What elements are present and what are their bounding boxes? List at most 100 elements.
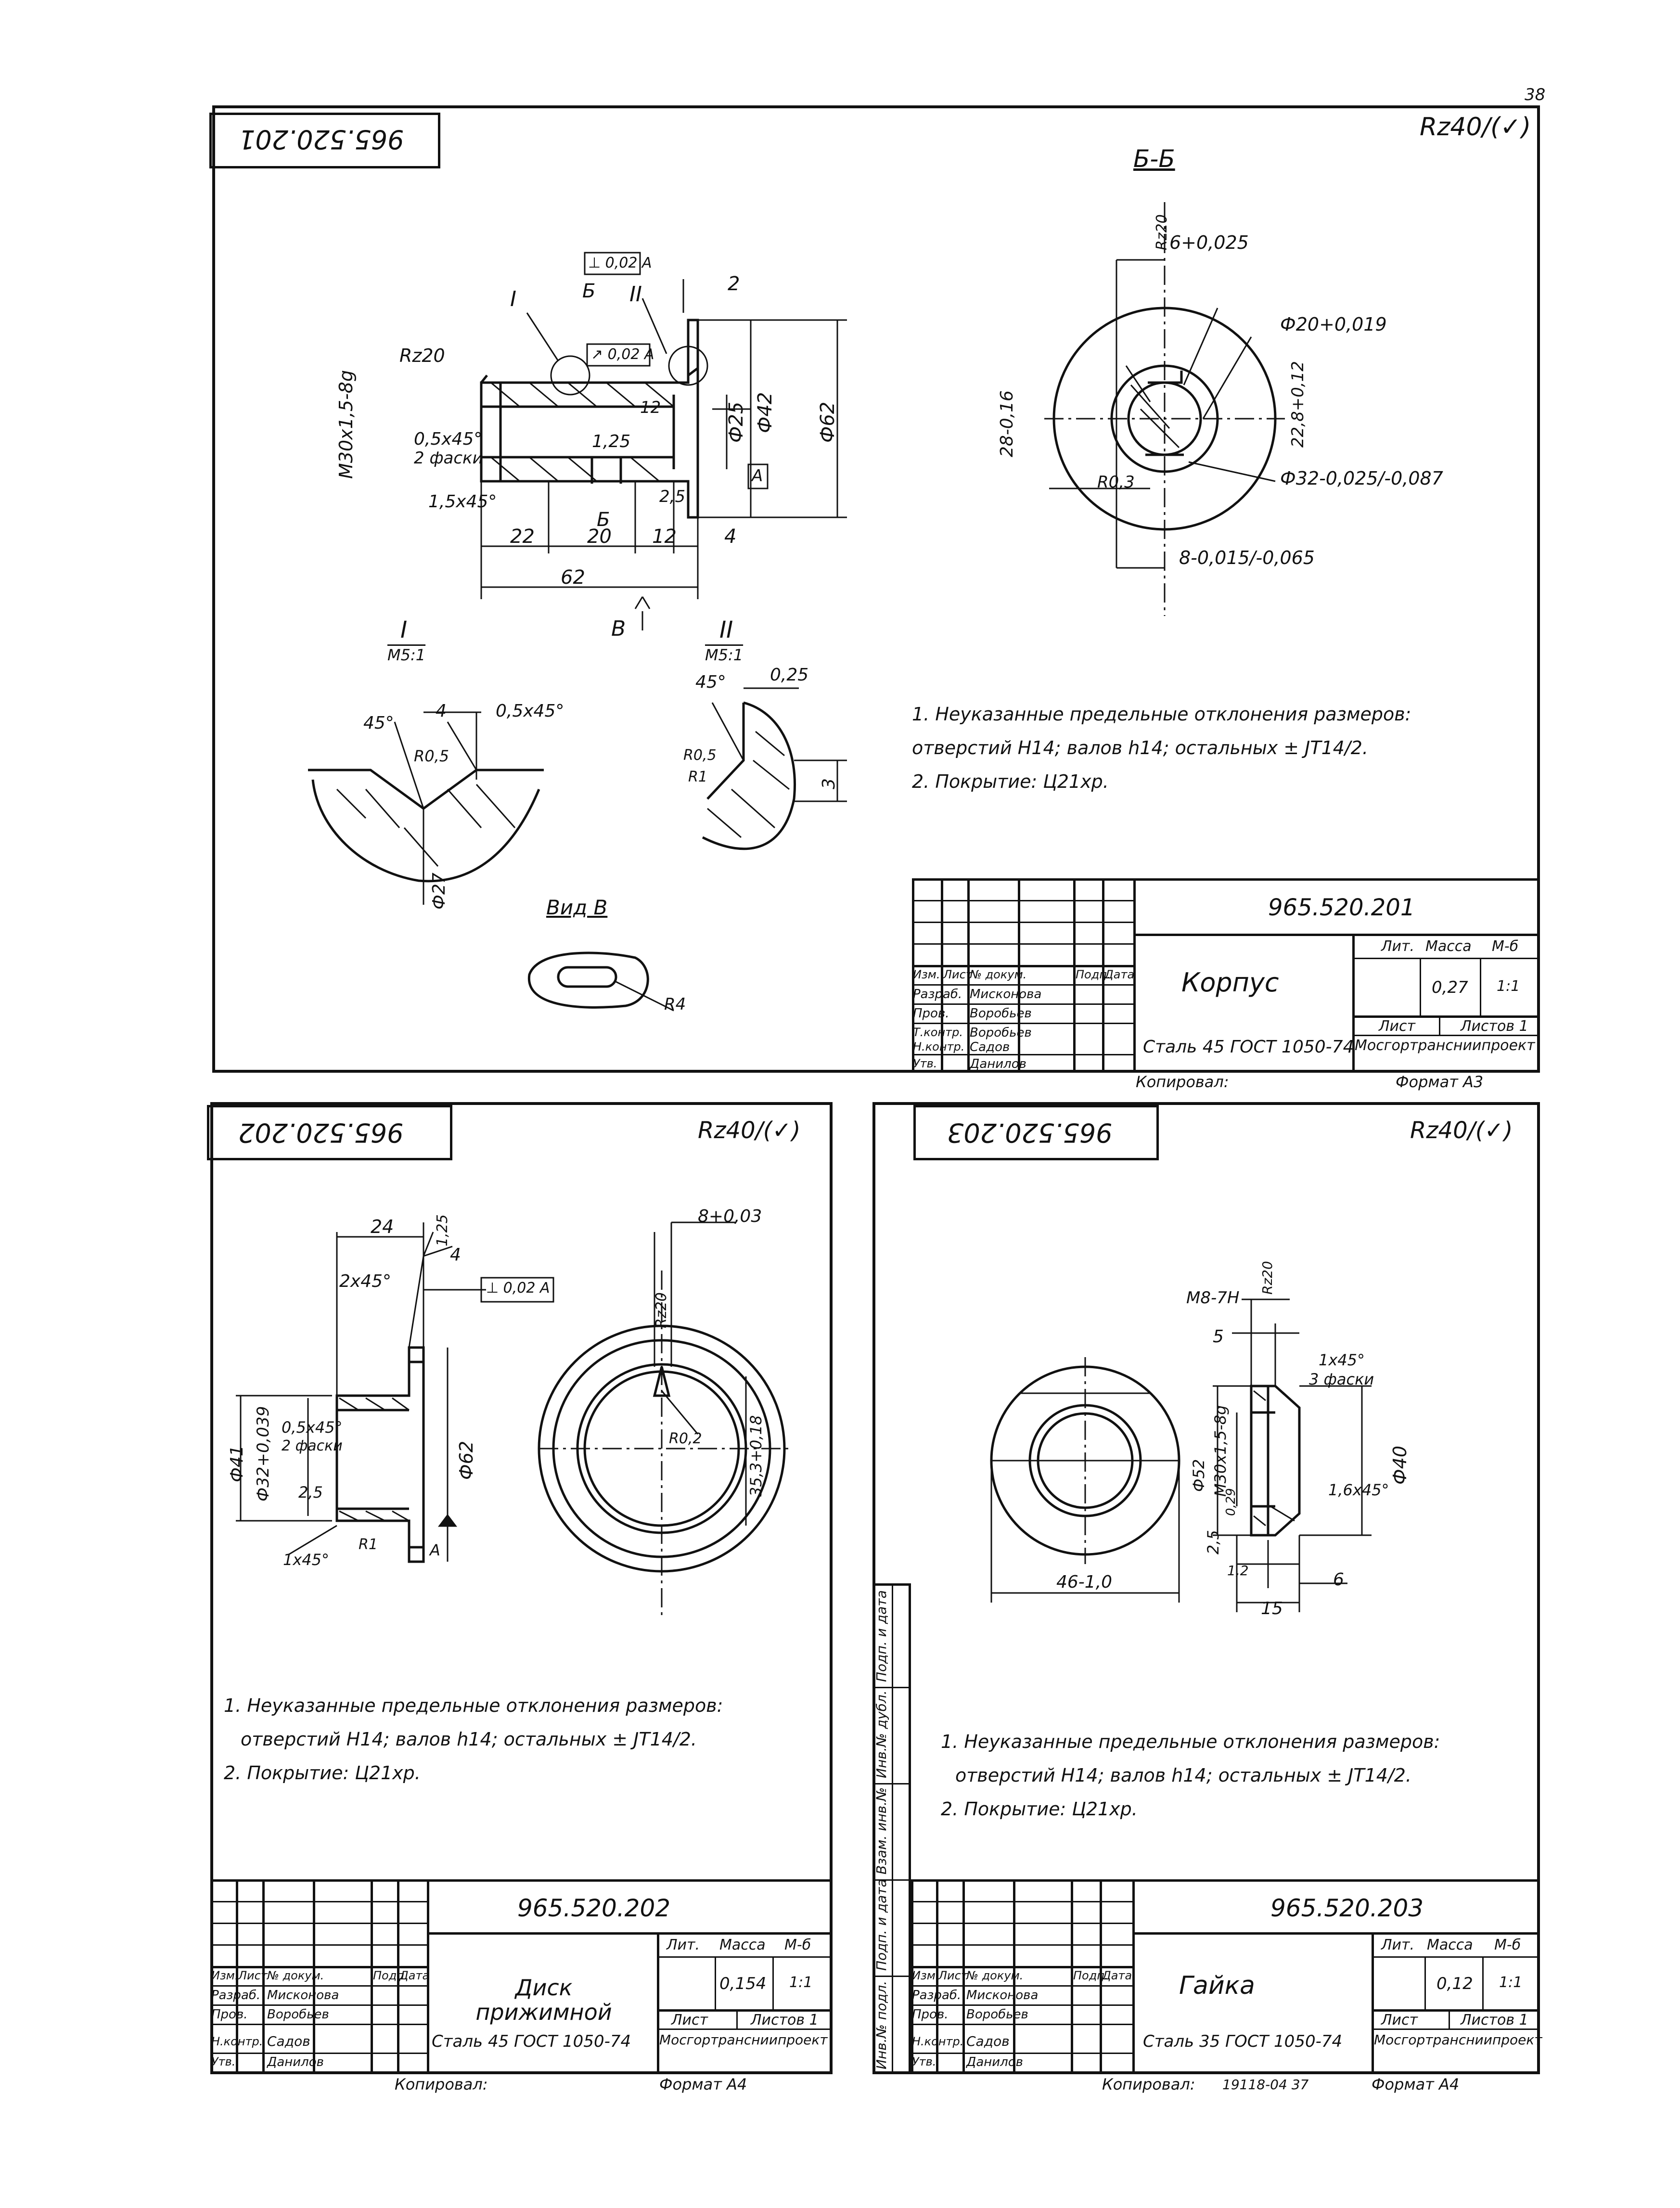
dim-202-62: Ф62 (456, 1440, 477, 1480)
side-strip-2: Подп. и дата (873, 1879, 889, 1971)
label-thread-201: М30х1,5-8g (335, 370, 357, 479)
tb-201-nkontr: Н.контр. (913, 1040, 965, 1053)
dim-203-m30: М30х1,5-8g (1211, 1405, 1230, 1497)
dim-202-25: 2,5 (298, 1483, 323, 1502)
label-chamfer2-201: 2 фаски (414, 449, 483, 468)
code-box-201 (209, 113, 440, 168)
tb-202-mb: М-б (784, 1937, 811, 1953)
label-22: 22 (510, 526, 535, 548)
dim-203-029: 0,29 (1224, 1488, 1238, 1516)
tb-201-name: Корпус (1181, 967, 1279, 998)
sheet-203 (872, 1102, 1540, 2074)
dim-203-5: 5 (1213, 1327, 1224, 1347)
copy-number-203: 19118-04 37 (1222, 2077, 1309, 2092)
label-12a-201: 12 (640, 398, 661, 417)
tb-202-massa: Масса (719, 1937, 766, 1953)
tb-203-h-list: Лист (938, 1969, 968, 1982)
tb-202-material: Сталь 45 ГОСТ 1050-74 (432, 2032, 631, 2051)
label-2: 2 (728, 273, 740, 295)
label-detail-II-ref: II (629, 282, 642, 307)
tb-202-h-izm: Изм. (211, 1969, 239, 1982)
section-32: Ф32-0,025/-0,087 (1280, 468, 1443, 489)
sheet-201 (212, 105, 1540, 1073)
tb-201-scale: 1:1 (1497, 978, 1520, 995)
tb-202-scale: 1:1 (789, 1974, 813, 1991)
tb-201-mass: 0,27 (1432, 978, 1468, 997)
view-title: Вид В (546, 896, 608, 919)
code-box-202 (207, 1105, 452, 1160)
format-203: Формат А4 (1372, 2075, 1460, 2093)
title-block-203 (911, 1879, 1540, 2074)
tb-203-prov-name: Воробьев (966, 2007, 1028, 2022)
tb-202-h-doc: № докум. (267, 1969, 324, 1982)
tb-203-h-doc: № докум. (966, 1969, 1024, 1982)
format-202: Формат А4 (659, 2075, 747, 2093)
tb-201-h-doc: № докум. (970, 968, 1027, 981)
detail1-05: 0,5х45° (496, 701, 564, 721)
dim-202-r1: R1 (359, 1536, 378, 1553)
page-number: 38 (1525, 85, 1546, 104)
dim-203-6: 6 (1333, 1570, 1344, 1590)
dim-202-05: 0,5х45° (282, 1418, 343, 1437)
label-4: 4 (724, 526, 737, 548)
label-detail-I-ref: I (510, 287, 516, 311)
code-202-inverted: 965.520.202 (238, 1117, 404, 1148)
dim-202-41: Ф41 (227, 1445, 247, 1482)
tb-202-list: Лист (671, 2012, 708, 2028)
tb-201-massa: Масса (1425, 938, 1472, 955)
detail2-title: II (719, 616, 733, 643)
tb-203-nkontr-name: Садов (966, 2033, 1010, 2049)
roughness-202: Rz40/(✓) (698, 1117, 801, 1144)
label-20: 20 (587, 526, 612, 548)
tb-203-code: 965.520.203 (1270, 1894, 1424, 1922)
tb-201-utv-name: Данилов (970, 1057, 1026, 1071)
copied-201: Копировал: (1136, 1073, 1229, 1091)
tb-201-razrab: Разраб. (913, 987, 962, 1001)
tb-202-lit: Лит. (667, 1937, 700, 1953)
tb-201-prov-name: Воробьев (970, 1006, 1032, 1021)
label-12: 12 (652, 526, 677, 548)
detail1-4: 4 (436, 701, 447, 721)
tb-201-list: Лист (1379, 1018, 1416, 1035)
side-strip-5: Подп. и дата (873, 1590, 889, 1682)
detail1-scale: М5:1 (387, 646, 426, 664)
tb-201-h-data: Дата (1104, 968, 1135, 981)
label-25-201: 2,5 (659, 487, 686, 506)
notes-202-1: 1. Неуказанные предельные отклонения раз… (224, 1695, 723, 1716)
side-strip-4: Инв.№ дубл. (873, 1690, 889, 1778)
tb-203-name: Гайка (1179, 1971, 1255, 2000)
tb-202-org: Мосгортрансниипроект (659, 2032, 828, 2048)
tb-201-h-list: Лист (943, 968, 973, 981)
tb-202-nkontr-name: Садов (267, 2033, 310, 2049)
section-20: Ф20+0,019 (1280, 314, 1387, 335)
label-section-b-ref: Б (582, 280, 596, 302)
dim-202-8: 8+0,03 (698, 1207, 762, 1226)
detail2-3: 3 (819, 778, 839, 789)
tb-203-list: Лист (1381, 2012, 1418, 2028)
tb-201-h-podp: Подп. (1076, 968, 1111, 981)
dim-203-15: 15 (1261, 1599, 1283, 1618)
dim-202-125: 1,25 (434, 1214, 451, 1246)
tb-203-material: Сталь 35 ГОСТ 1050-74 (1143, 2032, 1343, 2051)
section-6: 6+0,025 (1169, 232, 1249, 253)
tb-203-listov: Листов 1 (1461, 2012, 1528, 2028)
label-rz20-201: Rz20 (399, 345, 445, 366)
view-r4: R4 (664, 995, 686, 1014)
tb-203-h-podp: Подп. (1073, 1969, 1108, 1982)
dim-202-2x45: 2х45° (339, 1271, 392, 1291)
tb-201-utv: Утв. (913, 1057, 937, 1070)
dim-202-24: 24 (371, 1216, 394, 1237)
dim-203-25: 2,5 (1204, 1530, 1222, 1554)
detail2-r1: R1 (688, 769, 707, 785)
label-A-201: A (752, 466, 763, 486)
dim-202-32: Ф32+0,039 (254, 1406, 273, 1502)
label-phi62: Ф62 (817, 401, 839, 443)
label-chamfer-201: 0,5х45° (414, 429, 483, 449)
copied-202: Копировал: (395, 2075, 488, 2093)
tb-202-utv-name: Данилов (267, 2055, 324, 2069)
copied-203: Копировал: (1102, 2075, 1195, 2093)
dim-202-4: 4 (450, 1245, 461, 1265)
section-rz20-top: Rz20 (1154, 214, 1170, 250)
tb-201-code: 965.520.201 (1268, 894, 1415, 921)
tb-201-tkontr-name: Воробьев (970, 1026, 1032, 1040)
